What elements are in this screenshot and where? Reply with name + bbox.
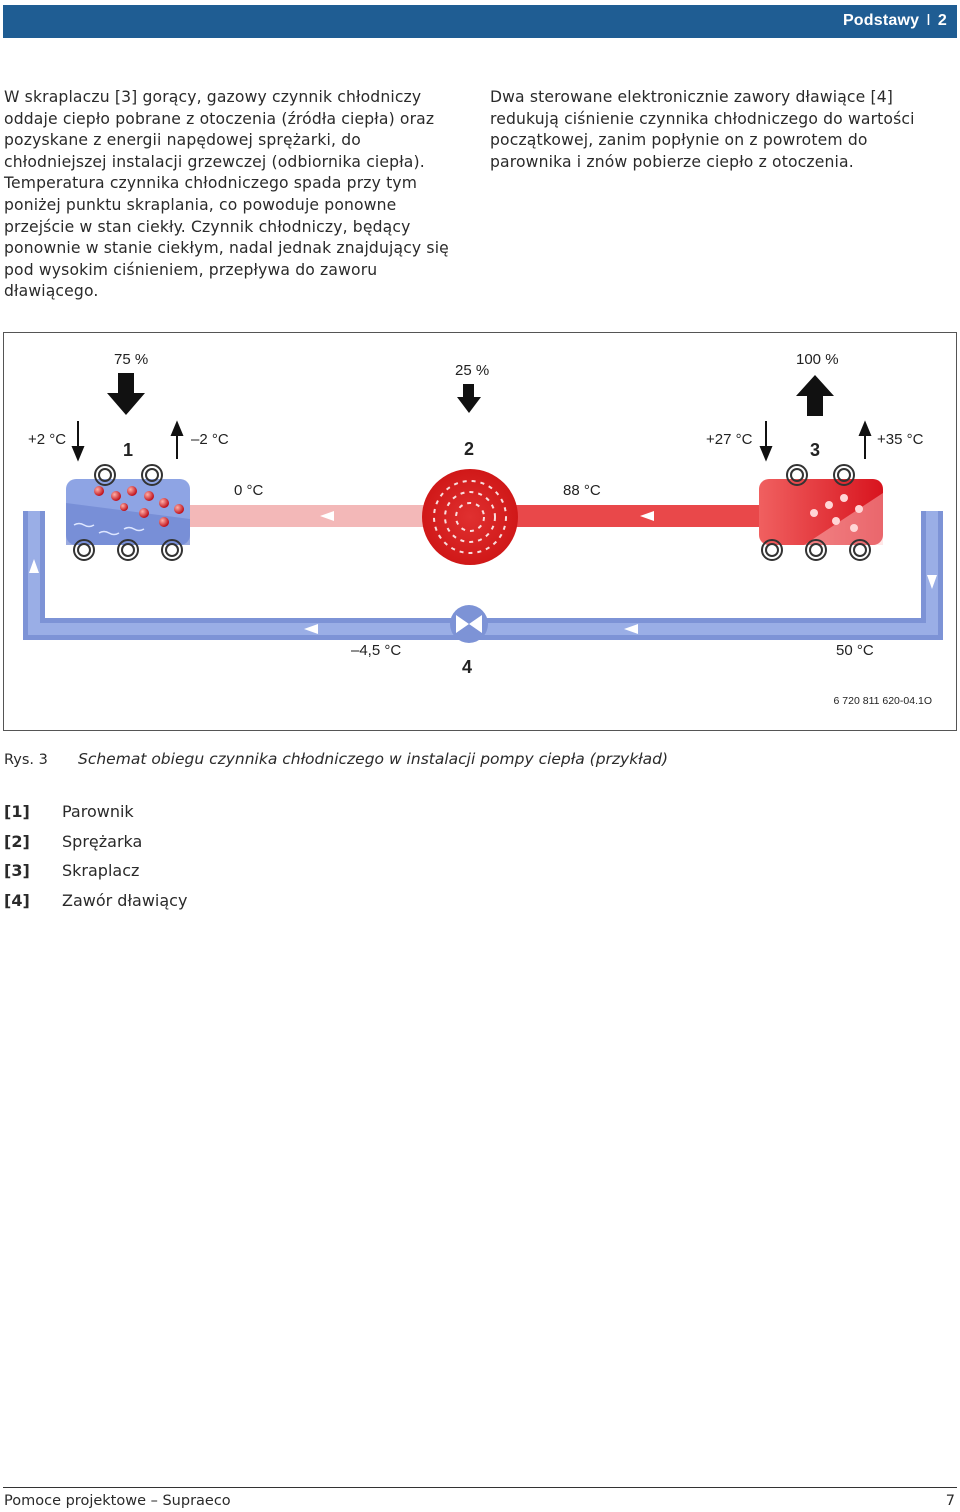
suction-line [189,505,429,527]
legend-label: Sprężarka [62,831,143,851]
caption-number: Rys. 3 [4,752,48,768]
label-percent-condenser: 100 % [796,351,839,368]
heat-pump-diagram: 75 % 25 % 100 % +2 °C –2 °C +27 °C +35 °… [23,351,943,707]
footer-divider [3,1487,957,1488]
label-temp-after-compressor: 88 °C [563,482,601,499]
left-paragraph: W skraplaczu [3] gorący, gazowy czynnik … [4,88,449,301]
label-temp-heating-in: +27 °C [706,431,753,448]
legend-label: Parownik [62,802,134,822]
evaporator-coils [73,464,183,561]
footer-title: Pomoce projektowe – Supraeco [4,1493,231,1509]
label-temp-source-in: +2 °C [28,431,66,448]
heat-input-arrow [107,373,145,415]
header-chapter-number: 2 [937,12,947,29]
label-temp-source-out: –2 °C [191,431,229,448]
label-temp-after-evaporator: 0 °C [234,482,264,499]
figure-id: 6 720 811 620-04.1O [834,695,932,707]
figure-caption: Rys. 3 Schemat obiegu czynnika chłodnicze… [4,750,668,768]
source-flow-arrows [71,420,872,462]
evaporator [66,479,190,545]
legend-item: [3] Skraplacz [4,856,187,886]
label-percent-compressor: 25 % [455,362,489,379]
legend-label: Zawór dławiący [62,890,188,910]
header-separator: I [926,12,931,29]
header-section-title: Podstawy [842,12,920,29]
pressure-line [516,505,761,527]
label-temp-heating-out: +35 °C [877,431,924,448]
label-temp-after-condenser: 50 °C [836,642,874,659]
legend-item: [4] Zawór dławiący [4,886,187,916]
compressor [422,469,518,565]
right-paragraph: Dwa sterowane elektronicznie zawory dław… [490,88,915,171]
expansion-valve [450,605,488,643]
flow-direction-arrows [29,511,937,634]
condenser-coils [761,464,871,561]
label-temp-after-valve: –4,5 °C [351,642,401,659]
label-number-2: 2 [464,439,474,459]
label-number-4: 4 [462,657,472,677]
caption-text: Schemat obiegu czynnika chłodniczego w i… [78,750,669,768]
page-number: 7 [945,1493,955,1509]
condenser [759,479,883,545]
legend-key: [4] [4,890,30,910]
heat-output-arrow [796,375,834,416]
label-number-3: 3 [810,440,820,460]
figure-heat-pump-cycle: 75 % 25 % 100 % +2 °C –2 °C +27 °C +35 °… [3,332,957,731]
energy-input-arrow [457,384,481,413]
legend-key: [3] [4,861,30,881]
legend-key: [2] [4,831,30,851]
legend-item: [2] Sprężarka [4,827,187,857]
legend-key: [1] [4,802,30,822]
legend-item: [1] Parownik [4,797,187,827]
label-percent-evaporator: 75 % [114,351,148,368]
figure-legend: [1] Parownik [2] Sprężarka [3] Skraplacz… [4,797,187,915]
label-number-1: 1 [123,440,133,460]
legend-label: Skraplacz [62,861,140,881]
